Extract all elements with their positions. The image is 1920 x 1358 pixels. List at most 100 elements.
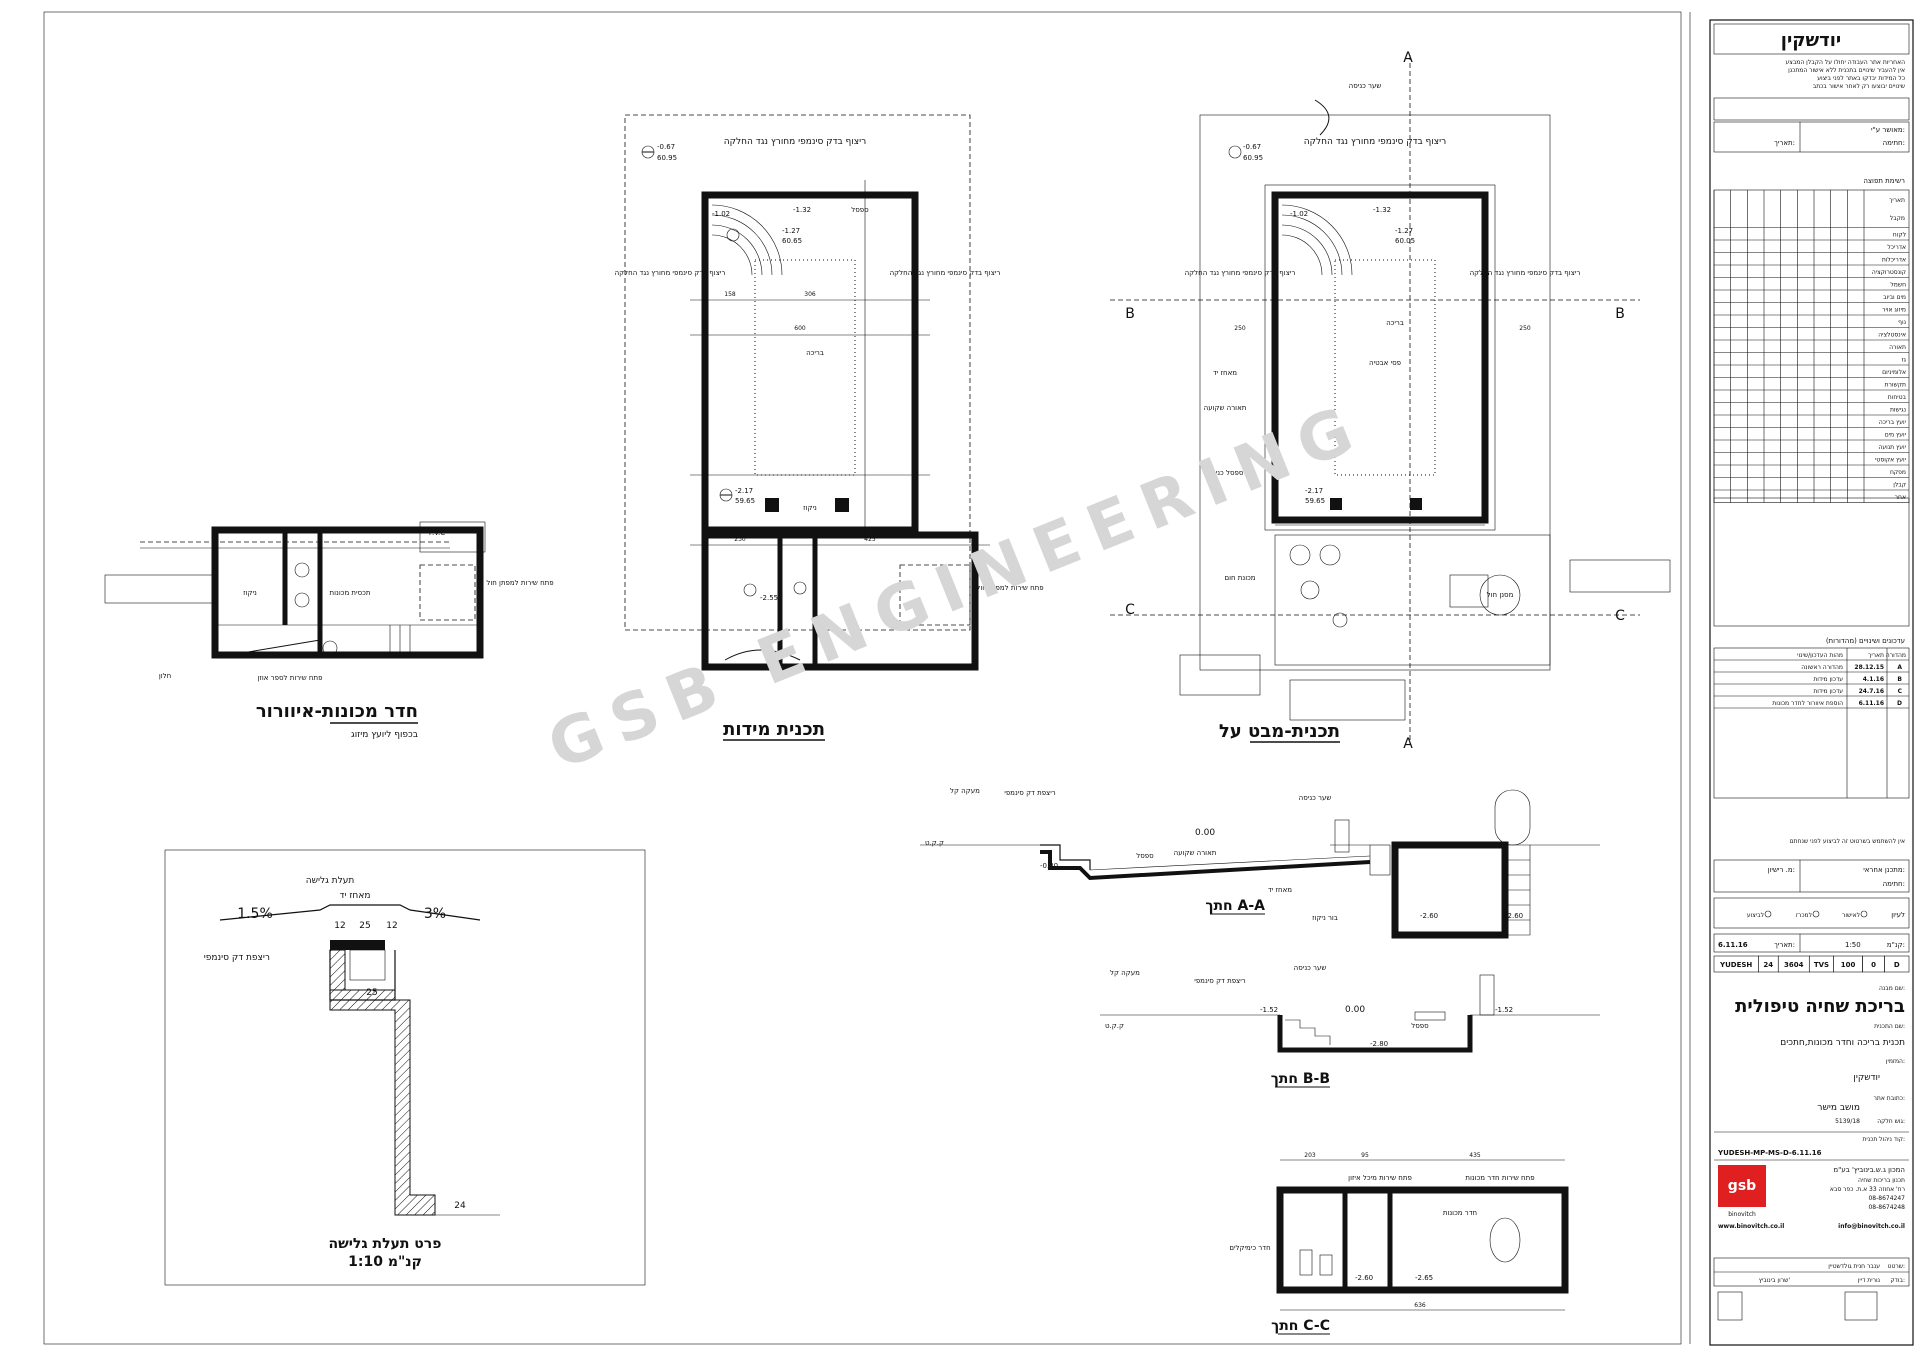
- distribution-row-label: אחר: [1895, 494, 1906, 501]
- detail-slope-right: 3%: [424, 906, 446, 922]
- top-level-2: 60.95: [1243, 154, 1263, 162]
- checked-label: בודק:: [1890, 1277, 1905, 1284]
- firm-address: רח' אחוזה 33 א.ת. כפר סבא: [1830, 1186, 1905, 1193]
- distribution-row-label: נגישות: [1890, 407, 1906, 414]
- lot-value: 5139/18: [1835, 1118, 1860, 1125]
- code-cell: 3604: [1784, 961, 1804, 969]
- section-cc-level-2: -2.65: [1415, 1274, 1433, 1282]
- distribution-row-label: יועץ בריכה: [1879, 419, 1906, 426]
- dims-dim-2: 306: [804, 291, 816, 298]
- top-level-6: 60.05: [1395, 237, 1415, 245]
- revision-date: 24.7.16: [1859, 688, 1884, 695]
- section-aa-bench-label: ספסל: [1136, 852, 1154, 860]
- section-aa-drain-label: בור ניקוז: [1312, 914, 1338, 922]
- status-option-label[interactable]: לאישור: [1842, 912, 1860, 919]
- distribution-row-label: אדריכל: [1887, 244, 1906, 251]
- top-label-entry-bench: ספסל כניסה: [1207, 469, 1244, 477]
- section-mark-a-bottom: A: [1403, 736, 1413, 752]
- section-aa-handrail-label: מאחז יד: [1268, 886, 1292, 894]
- signature2-label: חתימה:: [1883, 880, 1905, 888]
- distribution-row-label: תקשורת: [1885, 382, 1906, 389]
- section-cc-dim-3: 435: [1469, 1152, 1481, 1159]
- revision-date: 4.1.16: [1863, 676, 1884, 683]
- section-aa-level-5: ק.ק.ט: [925, 839, 944, 847]
- distribution-row-label: יועץ אקוסטי: [1875, 457, 1906, 464]
- distribution-row-label: יועץ מים: [1885, 432, 1906, 439]
- date2-value: 6.11.16: [1718, 941, 1748, 949]
- dims-level-3: -1.32: [793, 206, 811, 214]
- top-label-sand-filter: מסנן חול: [1487, 591, 1514, 599]
- distribution-row-label: אלומיניום: [1882, 369, 1906, 376]
- client-label: המזמין:: [1886, 1058, 1905, 1065]
- title-block: יודשקין האחריות אתר העבודה יחולו על הקבל…: [1709, 19, 1914, 1346]
- approved-value: שרון בינוביץ': [1759, 1277, 1791, 1284]
- detail-scale: 1:10 קנ"מ: [348, 1254, 422, 1270]
- revision-date: 6.11.16: [1859, 700, 1884, 707]
- revision-letter: B: [1897, 676, 1902, 683]
- status-radio-icon[interactable]: [1860, 910, 1868, 918]
- drawing-value: תכנית בריכה וחדר מכונות,חתכים: [1780, 1038, 1905, 1048]
- section-mark-b-right: B: [1615, 306, 1625, 322]
- revision-letter: D: [1897, 700, 1902, 707]
- status-option-label[interactable]: לביצוע: [1747, 912, 1764, 919]
- dims-dim-5: 230: [734, 536, 746, 543]
- dims-level-5: -1.27: [782, 227, 800, 235]
- distribution-row-label: מים וביוב: [1883, 294, 1906, 301]
- firm-phone: 08-8674247: [1868, 1195, 1905, 1202]
- distribution-row-label: תאורה: [1889, 344, 1906, 351]
- status-radio-icon[interactable]: [1764, 910, 1772, 918]
- machine-room-title: חדר מכונות-איוורור: [256, 701, 418, 722]
- dims-label-drain: ניקוז: [803, 504, 817, 512]
- section-cc-service-machine: פתח שירות חדר מכונות: [1465, 1174, 1534, 1182]
- status-option-label[interactable]: למכרז: [1796, 912, 1812, 919]
- fine-print-1: האחריות אתר העבודה יחולו על הקבלן המבצע: [1786, 59, 1906, 66]
- distribution-row-label: בטיחות: [1888, 394, 1907, 401]
- code-cell: 24: [1763, 961, 1773, 969]
- dims-label-floor-left: ריצוף בדק סינמפי מחורץ נגד החלקה: [615, 269, 726, 277]
- section-bb-bench-label: ספסל: [1411, 1022, 1429, 1030]
- overflow-channel-detail: מאחז יד תעלת גלישה ריצפת דק סינמפי 1.5% …: [164, 849, 646, 1286]
- title-block-company: יודשקין: [1781, 30, 1841, 51]
- detail-title: פרט תעלת גלישה: [329, 1236, 442, 1252]
- gsb-logo-icon: [1718, 1165, 1766, 1207]
- status-radio-icon[interactable]: [1812, 910, 1820, 918]
- firm-name: המכון ג.ש.בינוביץ' בע"מ: [1833, 1166, 1905, 1174]
- dimensions-plan: ריצוף בדק סינמפי מחורץ נגד החלקה ריצוף ב…: [615, 114, 1044, 741]
- top-label-floor-top: ריצוף בדק סינמפי מחורץ נגד החלקה: [1304, 137, 1446, 147]
- lot-label: גוש חלקה:: [1877, 1118, 1905, 1125]
- top-level-5: -1.27: [1395, 227, 1413, 235]
- drawn-value: ענבר חנית גולדשטיין: [1828, 1263, 1880, 1270]
- section-mark-a-top: A: [1403, 50, 1413, 66]
- client-value: יודשקין: [1853, 1073, 1880, 1083]
- address-value: מושב מישר: [1817, 1103, 1860, 1113]
- revisions-title: עדכונים ושינויים (מהדורות): [1826, 637, 1905, 645]
- code-cell: 0: [1871, 961, 1876, 969]
- revision-description: עדכון מידות: [1813, 688, 1843, 695]
- section-mark-c-left: C: [1125, 602, 1135, 618]
- top-view-title: תכנית-מבט על: [1219, 721, 1340, 742]
- machine-room-equipment-label: תכסית מכונות: [330, 589, 371, 597]
- date-label: תאריך:: [1774, 139, 1795, 147]
- code-cell: TVS: [1814, 961, 1829, 969]
- detail-dim-5: 24: [454, 1201, 466, 1211]
- section-bb-level-5: ק.ק.ט: [1105, 1022, 1124, 1030]
- fine-print-4: שינויים יבוצעו רק לאחר אישור בכתב: [1813, 83, 1905, 90]
- logo-sub: binovitch: [1728, 1211, 1756, 1218]
- code-cell: D: [1894, 961, 1900, 969]
- drawing-label: שם התכנית:: [1874, 1023, 1905, 1030]
- revisions-header: מהות העדכון/שינוי: [1797, 652, 1843, 659]
- top-view-plan: A A B B C C ריצוף בדק סינמפי מחורץ נגד ה…: [1110, 50, 1671, 752]
- dims-level-8: 59.65: [735, 497, 755, 505]
- dims-level-9: -2.55: [760, 594, 778, 602]
- machine-room-drain-label: ניקוז: [243, 589, 257, 597]
- dims-level-7: -2.17: [735, 487, 753, 495]
- revision-description: מהדורה ראשונה: [1801, 664, 1843, 671]
- detail-dim-3: 12: [386, 921, 397, 931]
- section-cc-chem-room: חדר כימיקלים: [1229, 1244, 1270, 1252]
- permit-no-label: מ. רישיון:: [1768, 866, 1795, 874]
- detail-dim-2: 25: [359, 921, 370, 931]
- section-cc-dim-1: 203: [1304, 1152, 1316, 1159]
- dims-label-floor-right: ריצוף בדק סינמפי מחורץ נגד החלקה: [890, 269, 1001, 277]
